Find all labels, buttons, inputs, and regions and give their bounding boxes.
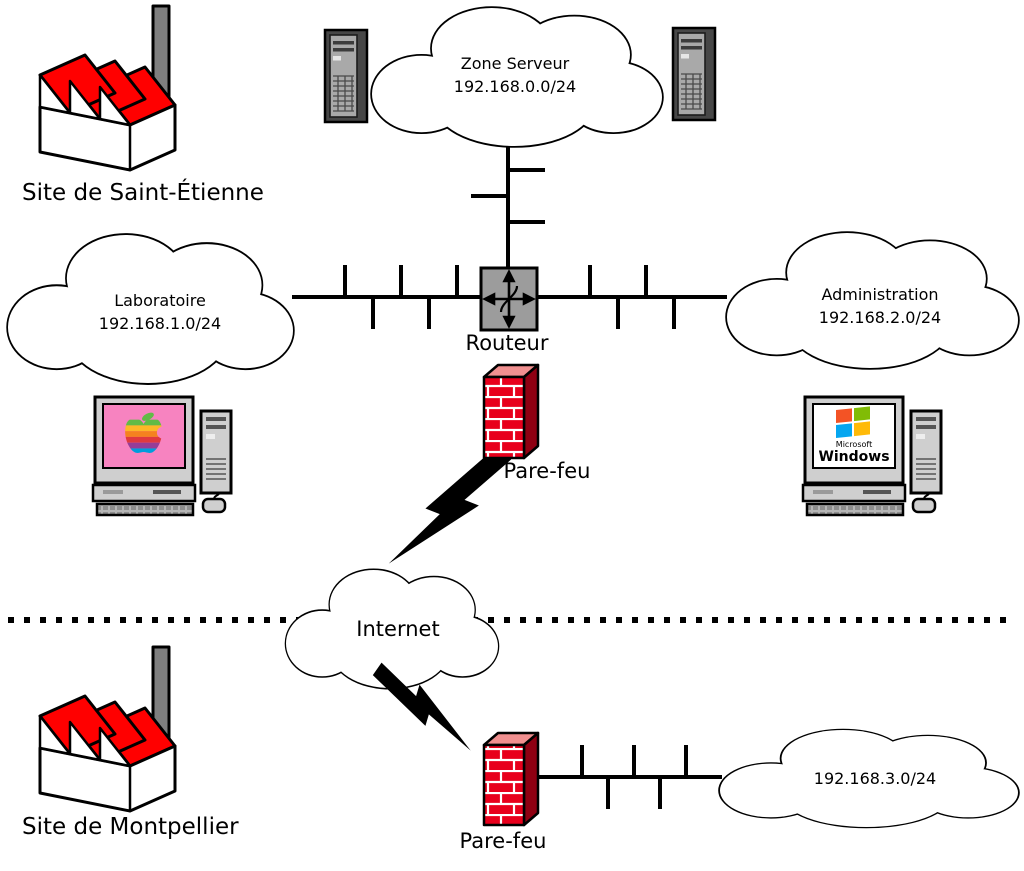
zone-serveur-name: Zone Serveur — [460, 54, 570, 73]
administration-label: Administration 192.168.2.0/24 — [758, 280, 1002, 332]
site-montpellier-label: Site de Montpellier — [22, 814, 239, 840]
montpellier-bus — [536, 745, 722, 809]
montpellier-lan-cidr-label: 192.168.3.0/24 — [813, 769, 937, 788]
ethernet-buses — [292, 142, 727, 809]
windows-logo-icon — [836, 406, 870, 438]
server-tower-left-icon — [323, 28, 369, 124]
firewall-icon-site1 — [482, 363, 540, 460]
zone-serveur-cidr: 192.168.0.0/24 — [453, 77, 577, 96]
server-tower-right-icon — [671, 26, 717, 122]
firewall-site1-label: Pare-feu — [503, 459, 591, 483]
firewall-icon-site2 — [482, 731, 540, 827]
factory-icon-saint-etienne — [38, 4, 177, 172]
windows-product-text: Windows — [818, 449, 889, 465]
windows-brand-text: Microsoft — [836, 440, 872, 449]
firewall-site2-label: Pare-feu — [459, 829, 547, 853]
internet-label: Internet — [356, 617, 440, 641]
laboratoire-label: Laboratoire 192.168.1.0/24 — [40, 286, 280, 338]
site-saint-etienne-label: Site de Saint-Étienne — [22, 180, 264, 206]
administration-cidr: 192.168.2.0/24 — [818, 308, 942, 327]
zone-serveur-label: Zone Serveur 192.168.0.0/24 — [390, 48, 640, 102]
administration-name: Administration — [821, 285, 939, 304]
server-zone-bus — [471, 142, 545, 268]
mac-workstation-icon — [91, 395, 233, 517]
factory-icon-montpellier — [38, 645, 177, 813]
router-label: Routeur — [465, 331, 549, 355]
laboratoire-cidr: 192.168.1.0/24 — [98, 314, 222, 333]
router-icon — [479, 266, 539, 332]
laboratoire-name: Laboratoire — [114, 291, 206, 310]
